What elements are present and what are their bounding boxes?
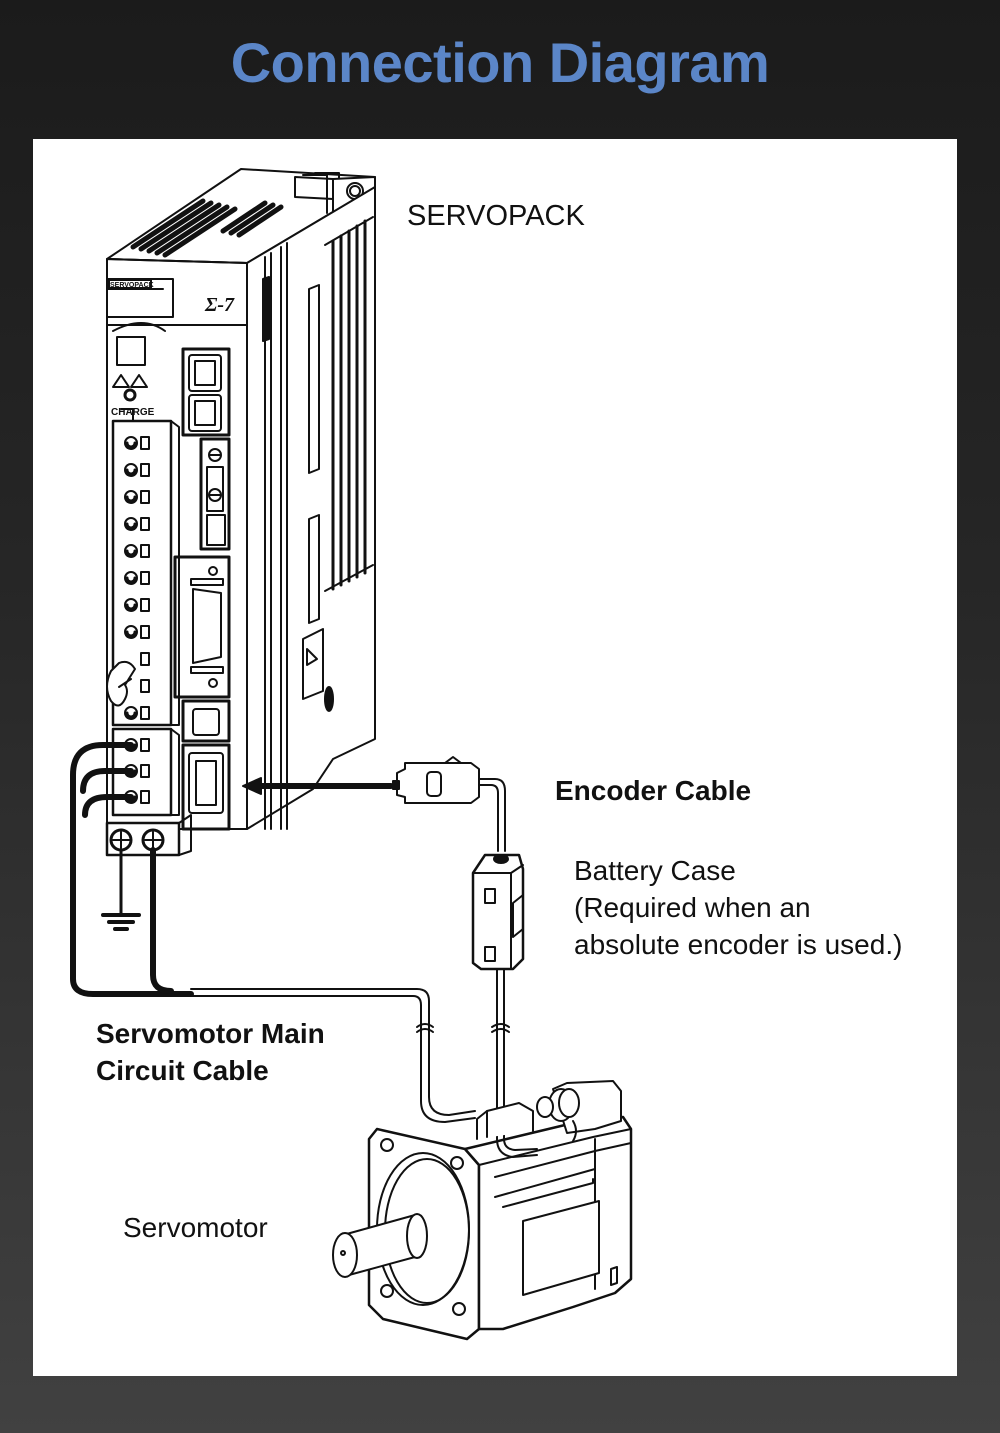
arrow-left-icon	[242, 777, 394, 795]
terminal-screws	[124, 436, 150, 720]
label-battery-line1: Battery Case	[574, 855, 736, 886]
label-encoder-cable: Encoder Cable	[555, 775, 752, 806]
label-servopack: SERVOPACK	[407, 200, 585, 232]
label-main-line2: Circuit Cable	[96, 1055, 269, 1086]
label-battery-line3: absolute encoder is used.)	[574, 929, 903, 960]
connector-icon	[392, 756, 480, 804]
logo-text: Σ-7	[204, 294, 235, 316]
battery-case-icon	[471, 853, 525, 971]
servopack-icon: SERVOPACK Σ-7 CHARGE	[105, 168, 376, 857]
page-title: Connection Diagram	[230, 31, 770, 94]
connection-diagram: SERVOPACK Σ-7 CHARGE	[70, 168, 633, 1341]
main-circuit-cable	[70, 742, 194, 997]
label-main-line1: Servomotor Main	[96, 1018, 325, 1049]
diagram-panel: SERVOPACK Σ-7 CHARGE	[33, 139, 957, 1376]
nameplate-text: SERVOPACK	[110, 282, 154, 289]
encoder-cable	[478, 778, 510, 1140]
ground-icon	[101, 848, 141, 931]
label-battery-case: Battery Case (Required when an absolute …	[574, 852, 902, 963]
servomotor-icon	[332, 1080, 633, 1341]
label-main-circuit-cable: Servomotor Main Circuit Cable	[96, 1015, 325, 1089]
label-battery-line2: (Required when an	[574, 892, 811, 923]
label-servomotor: Servomotor	[123, 1212, 268, 1243]
main-cable-thin	[190, 988, 476, 1123]
